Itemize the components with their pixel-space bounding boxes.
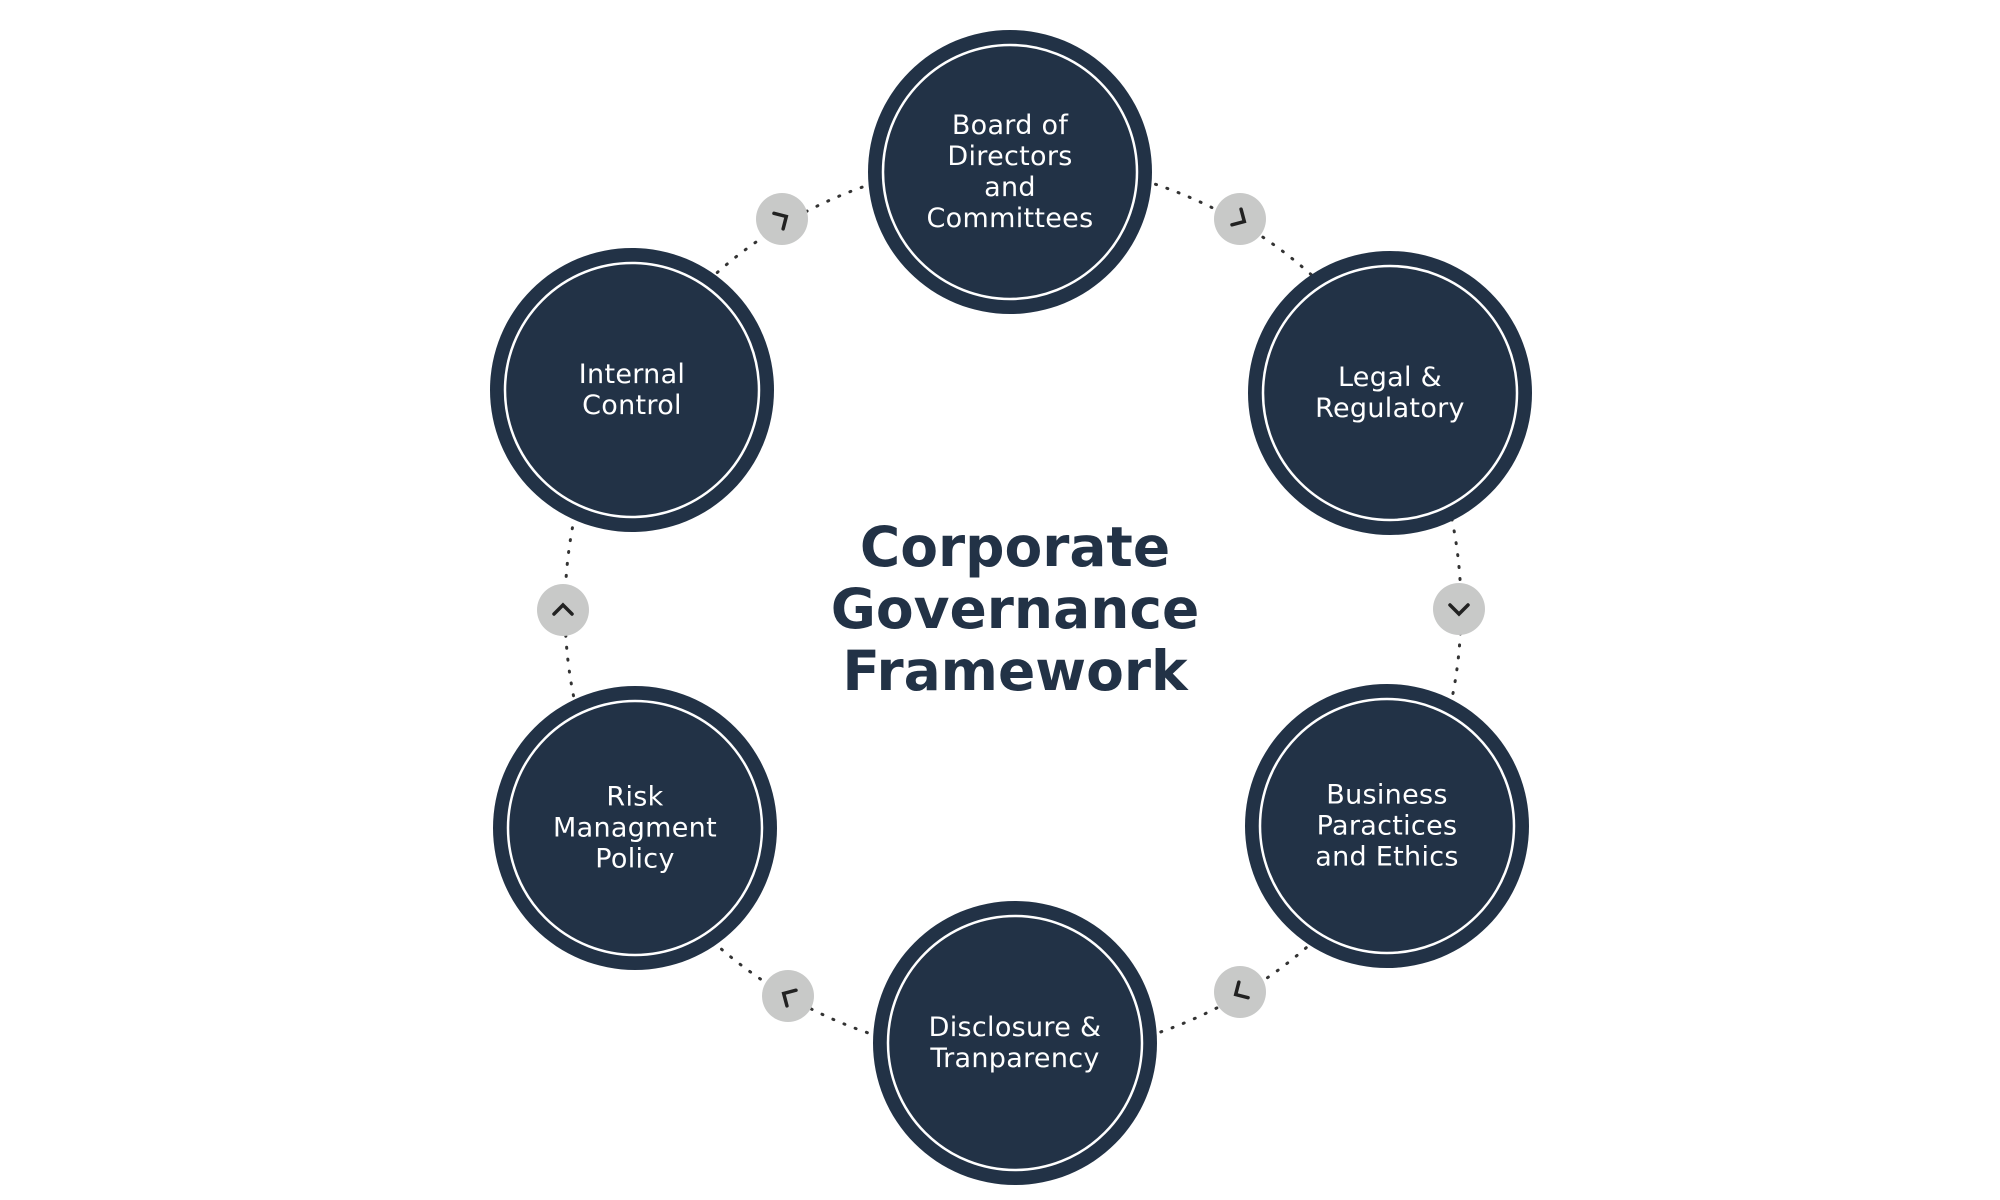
node-circle xyxy=(1248,251,1532,535)
node-inner-ring xyxy=(506,699,764,957)
chevron-icon xyxy=(1233,980,1250,1000)
node-label: Legal & Regulatory xyxy=(1315,362,1465,424)
node-label: Business Paractices and Ethics xyxy=(1315,779,1459,873)
node-3 xyxy=(873,901,1157,1185)
node-circle xyxy=(868,30,1152,314)
arrow-badge xyxy=(1214,966,1266,1018)
chevron-icon xyxy=(552,602,574,616)
node-inner-ring xyxy=(881,43,1139,301)
chevron-icon xyxy=(1230,207,1247,227)
arrow-badge xyxy=(537,584,589,636)
chevron-icon xyxy=(1448,603,1470,617)
chevron-icon xyxy=(772,211,789,231)
node-circle xyxy=(873,901,1157,1185)
arrow-badge-bg xyxy=(537,584,589,636)
arrow-badge-bg xyxy=(1214,193,1266,245)
arrow-badge xyxy=(756,193,808,245)
arrow-badge-bg xyxy=(756,193,808,245)
arrow-badge xyxy=(762,970,814,1022)
node-inner-ring xyxy=(1261,264,1519,522)
node-circle xyxy=(490,248,774,532)
diagram-title: Corporate Governance Framework xyxy=(830,515,1200,703)
arrow-badge-bg xyxy=(1433,583,1485,635)
node-1 xyxy=(1248,251,1532,535)
arrow-badge xyxy=(1214,193,1266,245)
node-inner-ring xyxy=(503,261,761,519)
arrow-badge-bg xyxy=(1214,966,1266,1018)
node-label: Board of Directors and Committees xyxy=(926,110,1094,234)
node-0 xyxy=(868,30,1152,314)
arrow-badge xyxy=(1433,583,1485,635)
node-2 xyxy=(1245,684,1529,968)
node-4 xyxy=(493,686,777,970)
node-label: Internal Control xyxy=(578,359,686,421)
node-inner-ring xyxy=(886,914,1144,1172)
node-circle xyxy=(1245,684,1529,968)
node-label: Risk Managment Policy xyxy=(553,781,717,875)
node-circle xyxy=(493,686,777,970)
chevron-icon xyxy=(781,988,798,1008)
node-inner-ring xyxy=(1258,697,1516,955)
node-label: Disclosure & Tranparency xyxy=(928,1012,1102,1074)
arrow-badge-bg xyxy=(762,970,814,1022)
node-5 xyxy=(490,248,774,532)
